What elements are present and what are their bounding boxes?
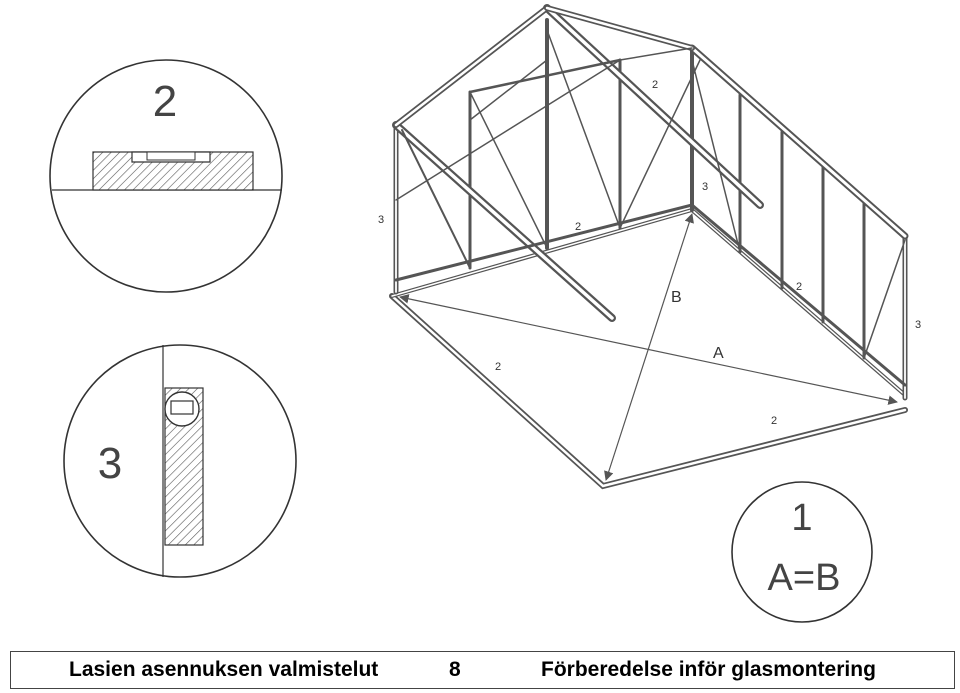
page-footer: Lasien asennuksen valmistelut 8 Förbered… [10, 651, 955, 689]
base-rail-front [389, 293, 908, 490]
label-right-wall: 2 [796, 281, 802, 293]
label-base-left: 2 [495, 361, 501, 373]
footer-title-finnish: Lasien asennuksen valmistelut [69, 658, 379, 681]
detail-2-label: 2 [153, 77, 177, 126]
label-front-wall: 2 [575, 221, 581, 233]
label-left-post: 3 [378, 214, 384, 226]
footer-title-swedish: Förberedelse inför glasmontering [541, 658, 876, 681]
greenhouse-frame [389, 4, 909, 490]
footer-page-number: 8 [449, 658, 461, 681]
label-diagonal-a: A [713, 345, 724, 362]
detail-circle-3: 3 [63, 344, 297, 578]
detail-circle-1: 1 A=B [731, 481, 873, 623]
label-right-post: 3 [915, 319, 921, 331]
detail-circle-2: 2 [49, 59, 283, 293]
detail-1-formula: A=B [768, 557, 841, 599]
label-right-post-top: 3 [702, 181, 708, 193]
label-base-front: 2 [771, 415, 777, 427]
detail-1-number: 1 [791, 497, 812, 539]
label-roof-right: 2 [652, 79, 658, 91]
detail-3-label: 3 [98, 439, 122, 488]
label-diagonal-b: B [671, 289, 682, 306]
diagonal-b [604, 213, 694, 481]
assembly-diagram: 2 3 1 A=B [49, 4, 921, 623]
